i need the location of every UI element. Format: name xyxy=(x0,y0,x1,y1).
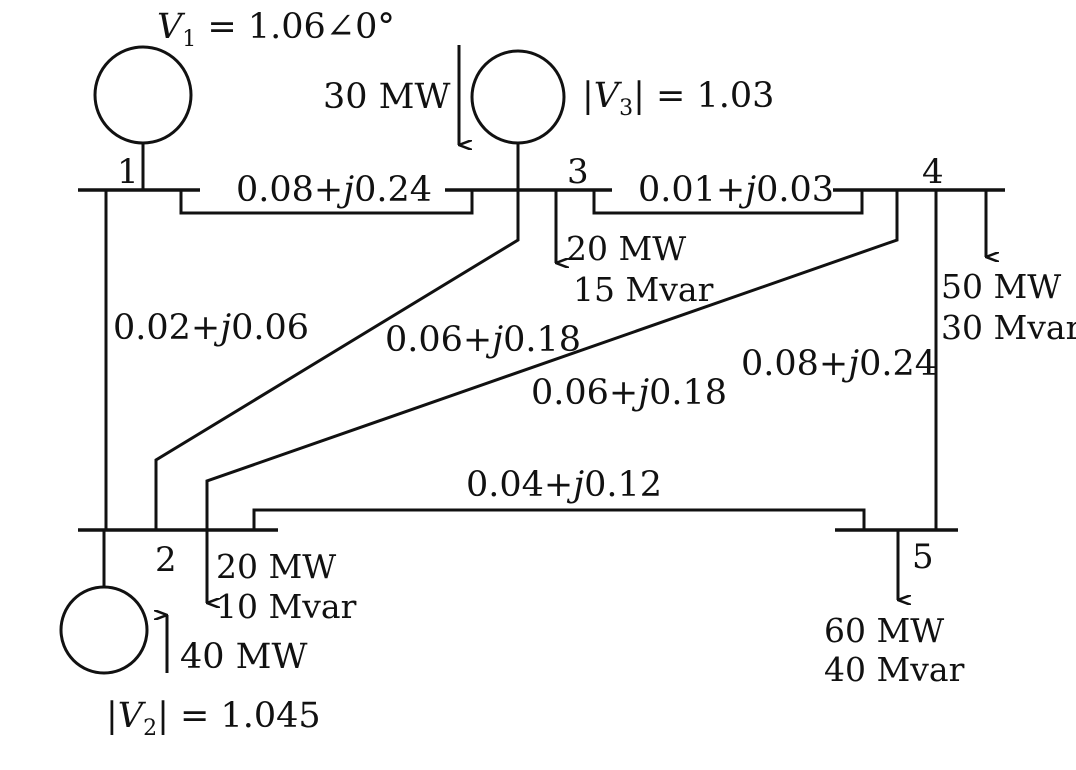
line-2-5-real: 0.04+ xyxy=(466,465,573,505)
generator-3-voltage-label: |V3| = 1.03 xyxy=(582,76,774,121)
bus-2-label: 2 xyxy=(155,540,177,580)
bus-5-label: 5 xyxy=(912,537,934,577)
line-3-4-real: 0.01+ xyxy=(638,170,745,210)
generator-1-voltage-label: V1 = 1.06∠0° xyxy=(157,7,395,52)
line-1-2-impedance: 0.02+j0.06 xyxy=(113,308,309,348)
line-2-4 xyxy=(205,190,899,530)
v2-subscript: 2 xyxy=(143,716,157,741)
line-2-3 xyxy=(154,190,520,530)
bus-4-load-p: 50 MW xyxy=(941,267,1061,306)
generator-2-symbol xyxy=(59,585,149,675)
line-2-4-imag: 0.18 xyxy=(649,373,727,413)
bus-5-load-q: 40 Mvar xyxy=(824,650,965,689)
line-2-5 xyxy=(252,508,866,530)
generator-1-symbol xyxy=(93,45,193,145)
line-2-3-imag: 0.18 xyxy=(503,320,581,360)
bus-3-label: 3 xyxy=(567,152,589,192)
v2-symbol: V xyxy=(118,696,147,736)
line-1-3-real: 0.08+ xyxy=(236,170,343,210)
line-1-3 xyxy=(179,190,474,215)
bus-5-load-p: 60 MW xyxy=(824,611,944,650)
v1-symbol: V xyxy=(157,7,186,47)
line-3-4 xyxy=(592,190,864,215)
line-1-2-imag: 0.06 xyxy=(231,308,309,348)
v1-value: = 1.06∠0° xyxy=(196,7,395,47)
v2-abs-open: | xyxy=(106,696,118,736)
v3-abs-close: | xyxy=(633,76,645,116)
line-1-3-impedance: 0.08+j0.24 xyxy=(236,170,432,210)
v2-abs-close: | xyxy=(157,696,169,736)
generator-3-injection-label: 30 MW xyxy=(323,77,450,117)
line-3-4-imag: 0.03 xyxy=(756,170,834,210)
bus-3-load-q: 15 Mvar xyxy=(573,270,714,309)
line-2-5-imag: 0.12 xyxy=(584,465,662,505)
line-1-3-imag: 0.24 xyxy=(354,170,432,210)
line-2-4-impedance: 0.06+j0.18 xyxy=(531,373,727,413)
bus-2-load-p: 20 MW xyxy=(216,547,336,586)
line-2-4-real: 0.06+ xyxy=(531,373,638,413)
line-3-4-impedance: 0.01+j0.03 xyxy=(638,170,834,210)
bus-1-label: 1 xyxy=(117,152,139,192)
v3-value: = 1.03 xyxy=(645,76,775,116)
v2-value: = 1.045 xyxy=(169,696,321,736)
v1-subscript: 1 xyxy=(182,27,196,52)
line-1-2-real: 0.02+ xyxy=(113,308,220,348)
v3-subscript: 3 xyxy=(619,96,633,121)
v3-symbol: V xyxy=(594,76,623,116)
generator-2-voltage-label: |V2| = 1.045 xyxy=(106,696,321,741)
line-4-5-impedance: 0.08+j0.24 xyxy=(741,344,937,384)
line-4-5-imag: 0.24 xyxy=(859,344,937,384)
bus-4-load-q: 30 Mvar xyxy=(941,308,1076,347)
v3-abs-open: | xyxy=(582,76,594,116)
line-2-3-real: 0.06+ xyxy=(385,320,492,360)
bus-4-label: 4 xyxy=(922,152,944,192)
line-2-3-impedance: 0.06+j0.18 xyxy=(385,320,581,360)
bus-2-load-q: 10 Mvar xyxy=(216,587,357,626)
line-4-5-real: 0.08+ xyxy=(741,344,848,384)
generator-2-injection-label: 40 MW xyxy=(180,637,307,677)
line-2-5-impedance: 0.04+j0.12 xyxy=(466,465,662,505)
generator-3-symbol xyxy=(470,49,566,145)
bus-3-load-p: 20 MW xyxy=(566,229,686,268)
